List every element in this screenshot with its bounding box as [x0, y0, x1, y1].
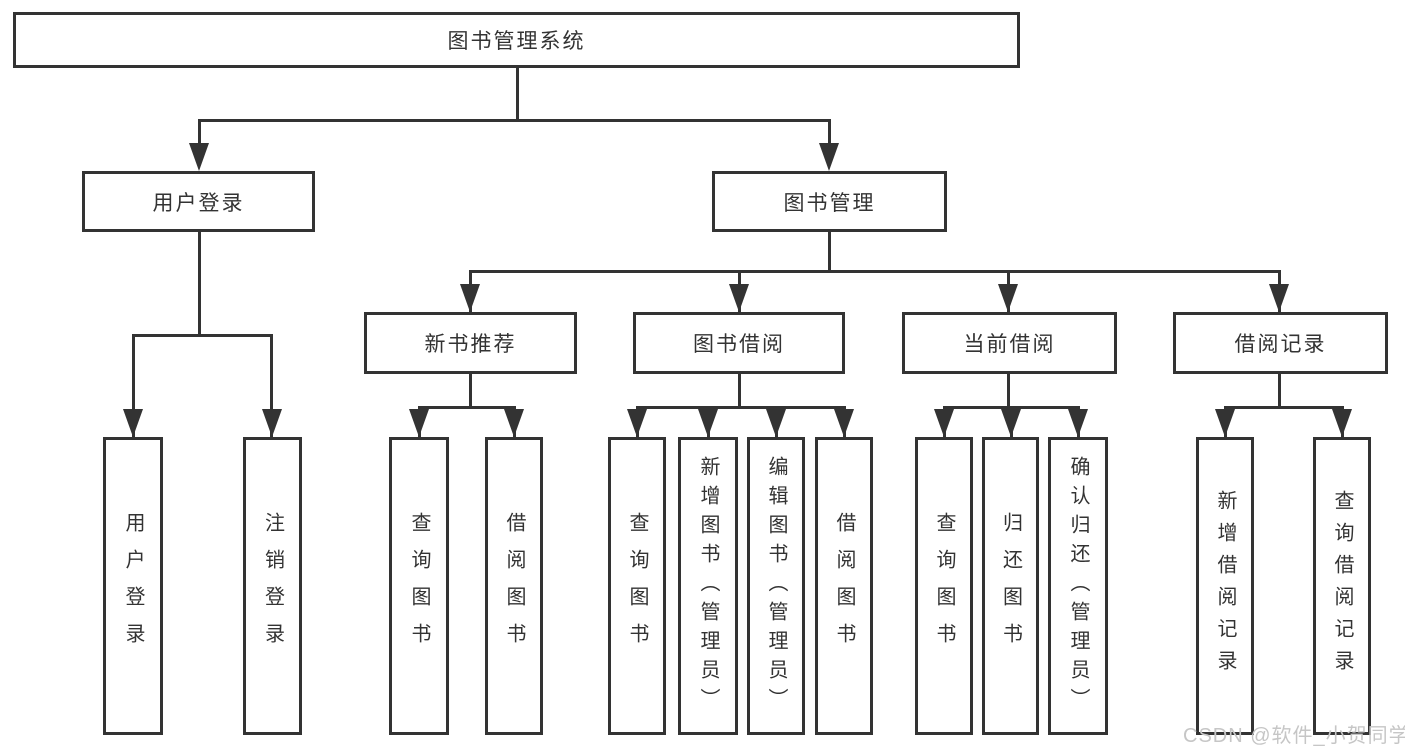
- connector-line: [516, 68, 519, 122]
- connector-line: [828, 119, 831, 154]
- leaf-user-login: 用户登录: [103, 437, 163, 735]
- connector-line: [828, 232, 831, 273]
- arrow-down-icon: [189, 143, 209, 171]
- connector-line: [198, 119, 201, 154]
- node-label: 用户登录: [152, 191, 245, 215]
- leaf-confirm-return-admin: 确认归还（管理员）: [1048, 437, 1108, 735]
- arrow-down-icon: [729, 284, 749, 312]
- node-current-borrow: 当前借阅: [902, 312, 1117, 374]
- connector-line: [636, 406, 846, 409]
- leaf-query-books-current: 查询图书: [915, 437, 973, 735]
- arrow-down-icon: [460, 284, 480, 312]
- connector-line: [1224, 406, 1344, 409]
- node-new-book-recommend: 新书推荐: [364, 312, 577, 374]
- arrow-down-icon: [123, 409, 143, 437]
- leaf-label: 归还图书: [999, 512, 1022, 660]
- arrow-down-icon: [1269, 284, 1289, 312]
- node-label: 图书管理: [783, 191, 876, 215]
- leaf-label: 查询借阅记录: [1331, 490, 1353, 682]
- leaf-query-borrow-record: 查询借阅记录: [1313, 437, 1371, 735]
- csdn-watermark: CSDN @软件_小贺同学: [1183, 725, 1405, 747]
- arrow-down-icon: [1068, 409, 1088, 437]
- leaf-add-books-admin: 新增图书（管理员）: [678, 437, 738, 735]
- node-label: 图书借阅: [693, 333, 785, 356]
- leaf-query-books-rec: 查询图书: [389, 437, 449, 735]
- leaf-label: 查询图书: [626, 512, 648, 660]
- node-label: 当前借阅: [963, 333, 1056, 356]
- arrow-down-icon: [409, 409, 429, 437]
- leaf-query-books-borrow: 查询图书: [608, 437, 666, 735]
- arrow-down-icon: [627, 409, 647, 437]
- leaf-borrow-books-rec: 借阅图书: [485, 437, 543, 735]
- connector-line: [469, 270, 1281, 273]
- connector-line: [418, 406, 516, 409]
- leaf-return-books: 归还图书: [982, 437, 1039, 735]
- leaf-edit-books-admin: 编辑图书（管理员）: [747, 437, 805, 735]
- leaf-label: 注销登录: [261, 512, 284, 660]
- connector-line: [1007, 374, 1010, 409]
- leaf-borrow-books: 借阅图书: [815, 437, 873, 735]
- leaf-add-borrow-record: 新增借阅记录: [1196, 437, 1254, 735]
- arrow-down-icon: [1001, 409, 1021, 437]
- leaf-label: 编辑图书（管理员）: [765, 455, 787, 717]
- node-user-login: 用户登录: [82, 171, 315, 232]
- arrow-down-icon: [698, 409, 718, 437]
- arrow-down-icon: [1332, 409, 1352, 437]
- leaf-label: 确认归还（管理员）: [1067, 455, 1089, 717]
- leaf-label: 借阅图书: [833, 512, 855, 660]
- arrow-down-icon: [262, 409, 282, 437]
- node-borrow-records: 借阅记录: [1173, 312, 1388, 374]
- connector-line: [469, 374, 472, 409]
- connector-line: [1278, 374, 1281, 409]
- arrow-down-icon: [504, 409, 524, 437]
- connector-line: [198, 232, 201, 336]
- leaf-label: 新增图书（管理员）: [697, 455, 719, 717]
- node-book-management: 图书管理: [712, 171, 947, 232]
- connector-line: [132, 334, 135, 437]
- arrow-down-icon: [934, 409, 954, 437]
- arrow-down-icon: [834, 409, 854, 437]
- node-book-borrow: 图书借阅: [633, 312, 845, 374]
- arrow-down-icon: [1215, 409, 1235, 437]
- node-root-library-system: 图书管理系统: [13, 12, 1020, 68]
- node-label: 新书推荐: [424, 333, 517, 356]
- leaf-label: 新增借阅记录: [1214, 490, 1236, 682]
- leaf-label: 借阅图书: [503, 512, 525, 660]
- node-label: 借阅记录: [1234, 333, 1327, 356]
- connector-line: [270, 334, 273, 437]
- leaf-logout: 注销登录: [243, 437, 302, 735]
- connector-line: [738, 374, 741, 409]
- leaf-label: 查询图书: [408, 512, 430, 660]
- arrow-down-icon: [766, 409, 786, 437]
- connector-line: [198, 119, 831, 122]
- arrow-down-icon: [819, 143, 839, 171]
- node-label: 图书管理系统: [447, 30, 586, 53]
- arrow-down-icon: [998, 284, 1018, 312]
- leaf-label: 查询图书: [933, 512, 955, 660]
- leaf-label: 用户登录: [122, 512, 144, 660]
- connector-line: [132, 334, 273, 337]
